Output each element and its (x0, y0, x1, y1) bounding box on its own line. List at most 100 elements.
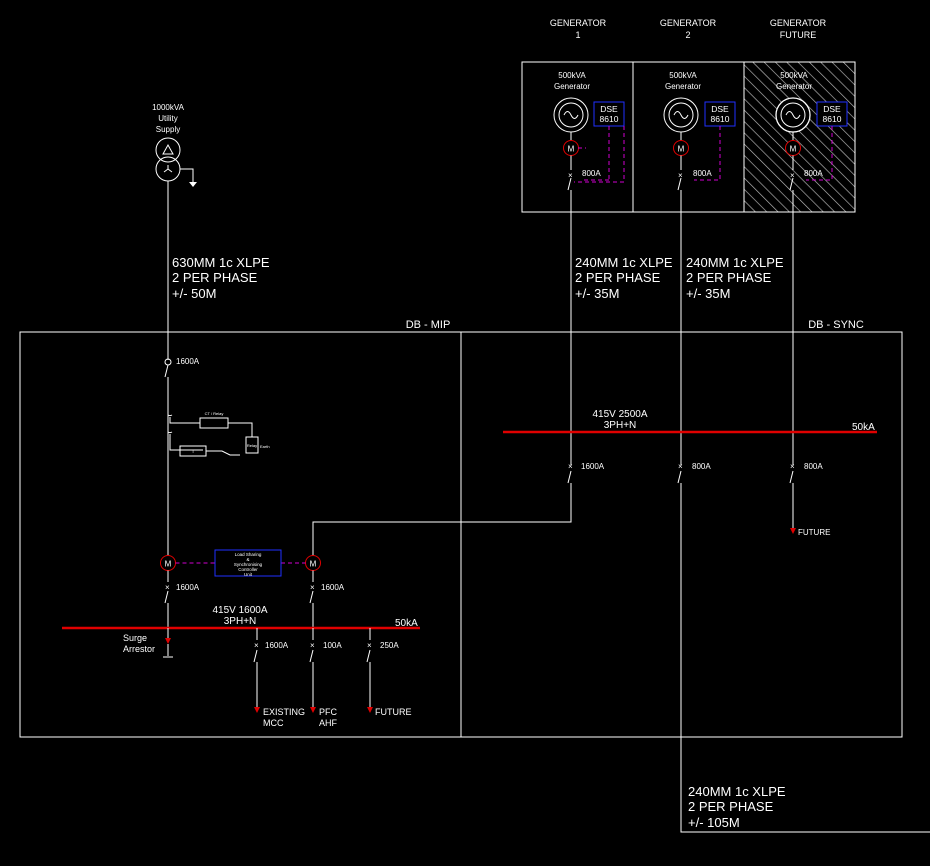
svg-text:2 PER PHASE: 2 PER PHASE (688, 799, 774, 814)
sync-breaker-future: × 800A FUTURE (789, 462, 830, 537)
svg-text:Load Sharing: Load Sharing (235, 552, 262, 557)
svg-text:240MM 1c XLPE: 240MM 1c XLPE (686, 255, 784, 270)
db-mip-label: DB - MIP (406, 319, 451, 331)
svg-text:Controller: Controller (238, 567, 258, 572)
svg-text:PFC: PFC (319, 707, 338, 717)
svg-text:1600A: 1600A (581, 462, 605, 471)
svg-text:×: × (790, 462, 795, 471)
gen1-cable-spec: 240MM 1c XLPE 2 PER PHASE +/- 35M (575, 255, 673, 301)
svg-text:800A: 800A (804, 462, 823, 471)
db-sync-label: DB - SYNC (808, 319, 864, 331)
svg-text:Unit: Unit (244, 572, 253, 577)
svg-text:&: & (246, 557, 249, 562)
utility-label: Utility (158, 114, 178, 123)
svg-text:AHF: AHF (319, 718, 338, 728)
gen1-header-number: 1 (575, 30, 580, 40)
feeder-future: × 250A FUTURE (366, 628, 412, 717)
mip-bus-phase: 3PH+N (224, 616, 257, 627)
svg-text:2 PER PHASE: 2 PER PHASE (172, 270, 258, 285)
gen3-header: GENERATOR (770, 18, 827, 28)
svg-text:×: × (165, 583, 170, 592)
sync-bus-rating: 415V 2500A (592, 409, 647, 420)
svg-text:1600A: 1600A (176, 357, 200, 366)
svg-text:×: × (367, 641, 372, 650)
ct-metering: CT / Relay I Relay Earth (167, 411, 270, 457)
gen2-breaker-rating: 800A (693, 169, 712, 178)
gen3-controller-number: 8610 (823, 114, 842, 124)
mip-utility-ats-breaker: M × 1600A (160, 555, 200, 628)
svg-text:M: M (790, 145, 797, 154)
svg-text:×: × (310, 583, 315, 592)
ct-box-label: CT / Relay (205, 411, 224, 416)
svg-text:2 PER PHASE: 2 PER PHASE (686, 270, 772, 285)
svg-text:M: M (165, 560, 172, 569)
svg-text:×: × (678, 171, 683, 180)
surge-arrestor: Surge Arrestor (123, 628, 173, 658)
svg-text:630MM 1c XLPE: 630MM 1c XLPE (172, 255, 270, 270)
svg-text:Arrestor: Arrestor (123, 644, 155, 654)
svg-text:M: M (568, 145, 575, 154)
gen3-controller (816, 101, 848, 127)
svg-text:1600A: 1600A (321, 583, 345, 592)
svg-text:1600A: 1600A (176, 583, 200, 592)
svg-text:×: × (310, 641, 315, 650)
gen2-controller-number: 8610 (711, 114, 730, 124)
gen1-type: Generator (554, 82, 590, 91)
utility-transformer: 1000kVA Utility Supply (152, 103, 197, 187)
svg-text:+/- 35M: +/- 35M (575, 286, 619, 301)
utility-cable-spec: 630MM 1c XLPE 2 PER PHASE +/- 50M (172, 255, 270, 301)
svg-text:×: × (678, 462, 683, 471)
relay-box (245, 436, 259, 454)
svg-text:×: × (254, 641, 259, 650)
svg-text:Synchronising: Synchronising (234, 562, 263, 567)
gen2-rating: 500kVA (669, 71, 697, 80)
mip-main-breaker: 1600A (164, 357, 200, 380)
gen2-type: Generator (665, 82, 701, 91)
svg-text:×: × (790, 171, 795, 180)
gen3-rating: 500kVA (780, 71, 808, 80)
utility-supply-label: Supply (156, 125, 180, 134)
sync-bus-phase: 3PH+N (604, 420, 637, 431)
svg-text:240MM 1c XLPE: 240MM 1c XLPE (688, 784, 786, 799)
svg-text:M: M (310, 560, 317, 569)
generator-box (521, 61, 856, 213)
mip-bus-rating: 415V 1600A (212, 605, 267, 616)
outgoing-cable-spec: 240MM 1c XLPE 2 PER PHASE +/- 105M (688, 784, 786, 830)
db-mip-panel (19, 331, 462, 738)
gen2-header-number: 2 (685, 30, 690, 40)
gen3-controller-model: DSE (823, 104, 841, 114)
svg-text:×: × (568, 462, 573, 471)
svg-text:Earth: Earth (260, 444, 270, 449)
gen1-header: GENERATOR (550, 18, 607, 28)
svg-text:Relay: Relay (247, 443, 257, 448)
svg-text:250A: 250A (380, 641, 399, 650)
utility-rating: 1000kVA (152, 103, 185, 112)
svg-text:1600A: 1600A (265, 641, 289, 650)
load-sharing-controller: Load Sharing & Synchronising Controller … (214, 549, 282, 577)
gen3-type: Generator (776, 82, 812, 91)
feeder-pfc-ahf: × 100A PFC AHF (309, 628, 342, 728)
gen1-breaker-rating: 800A (582, 169, 601, 178)
svg-text:EXISTING: EXISTING (263, 707, 305, 717)
svg-text:+/- 50M: +/- 50M (172, 286, 216, 301)
generator-enclosure (521, 61, 856, 213)
svg-text:MCC: MCC (263, 718, 284, 728)
generator-2: 500kVA Generator DSE 8610 M × 800A (663, 71, 736, 212)
gen1-controller-model: DSE (600, 104, 618, 114)
gen2-cable-spec: 240MM 1c XLPE 2 PER PHASE +/- 35M (686, 255, 784, 301)
svg-text:100A: 100A (323, 641, 342, 650)
gen2-controller-model: DSE (711, 104, 729, 114)
svg-text:+/- 35M: +/- 35M (686, 286, 730, 301)
gen3-breaker-rating: 800A (804, 169, 823, 178)
future-generator-hatch (744, 62, 855, 212)
generator-1: 500kVA Generator DSE 8610 M × 800A (553, 71, 625, 212)
svg-text:Surge: Surge (123, 633, 147, 643)
generator-future: 500kVA Generator DSE 8610 M × 800A (775, 71, 848, 212)
svg-text:240MM 1c XLPE: 240MM 1c XLPE (575, 255, 673, 270)
sync-future-label: FUTURE (798, 528, 830, 537)
sync-breaker-1600a: × 1600A (312, 462, 605, 556)
svg-text:FUTURE: FUTURE (375, 707, 412, 717)
sync-fault-level: 50kA (852, 422, 875, 433)
sync-breaker-800a: × 800A (677, 462, 930, 833)
